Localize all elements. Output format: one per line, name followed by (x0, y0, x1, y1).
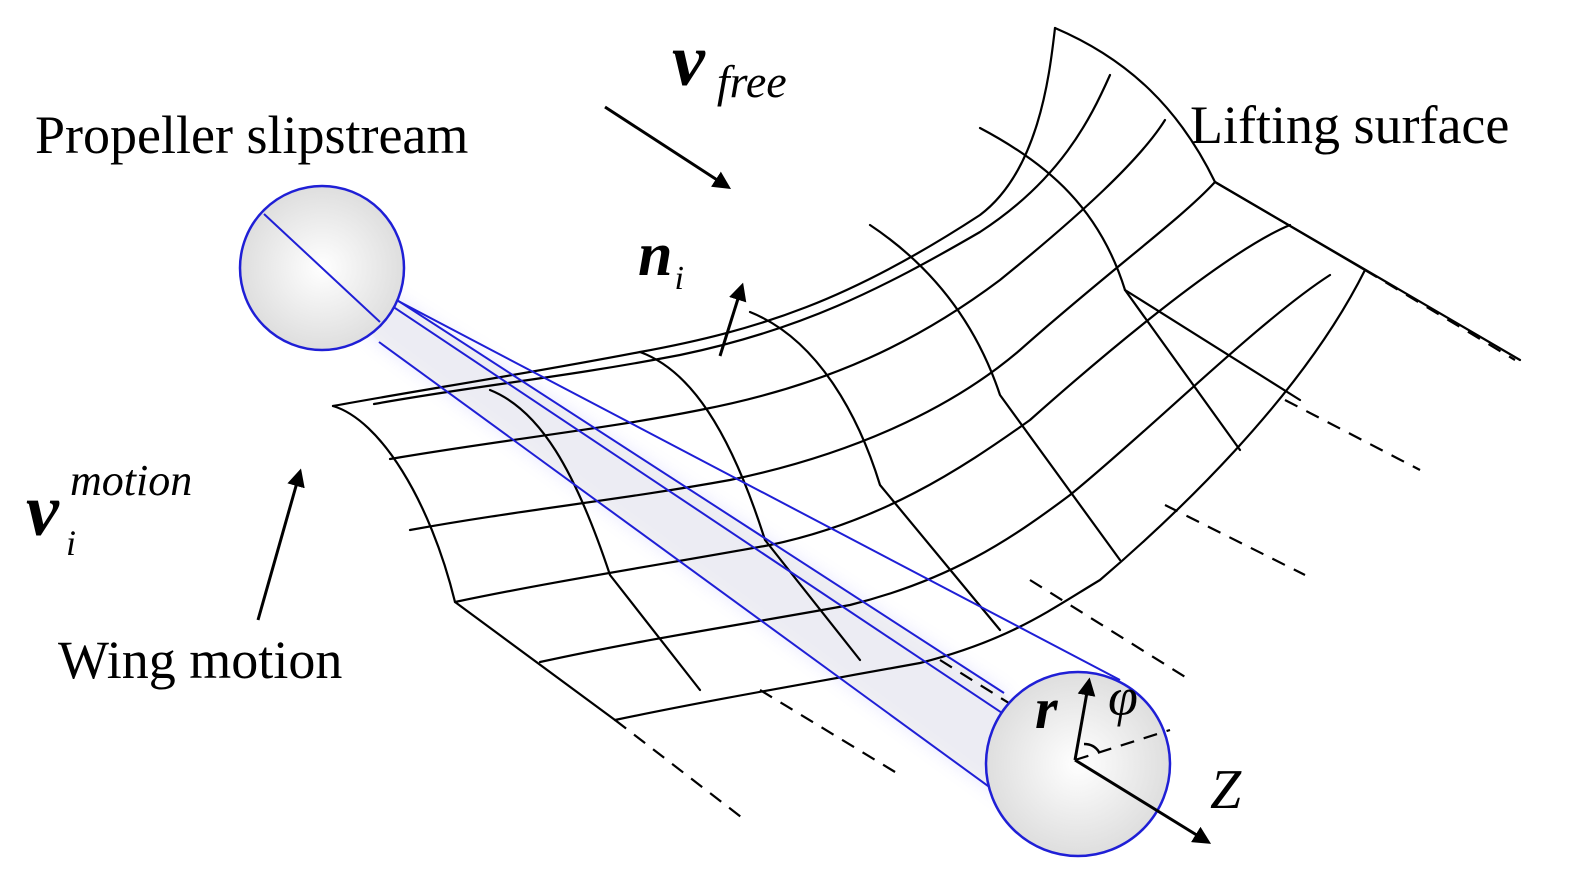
radius-arrow (1073, 677, 1096, 761)
slipstream-tube-outline (262, 213, 1121, 849)
phi-reference-line (1074, 728, 1171, 762)
z-axis-arrow (1074, 758, 1212, 844)
label-v-motion-superscript: motion (70, 456, 192, 505)
label-phi: φ (1108, 667, 1138, 727)
label-lifting-surface: Lifting surface (1190, 95, 1509, 155)
free-stream-arrow (604, 105, 732, 189)
label-normal-vector: ni (638, 221, 684, 297)
slipstream-end-disc (984, 670, 1172, 858)
label-v-motion-symbol: v (26, 470, 60, 552)
label-wing-motion: Wing motion (58, 630, 342, 690)
label-v-motion-subscript: i (66, 523, 76, 563)
start-disc-diameter (263, 213, 381, 323)
slipstream-body (264, 214, 1073, 848)
normal-vector-arrow (718, 282, 747, 357)
lifting-surface-mesh (331, 26, 1522, 821)
phi-angle-arc (1083, 742, 1101, 753)
wing-motion-arrow (256, 468, 305, 621)
cylindrical-coordinates (1073, 677, 1212, 844)
label-radius: r (1035, 676, 1058, 741)
label-z-axis: Z (1210, 759, 1242, 821)
label-propeller-slipstream: Propeller slipstream (35, 105, 468, 165)
